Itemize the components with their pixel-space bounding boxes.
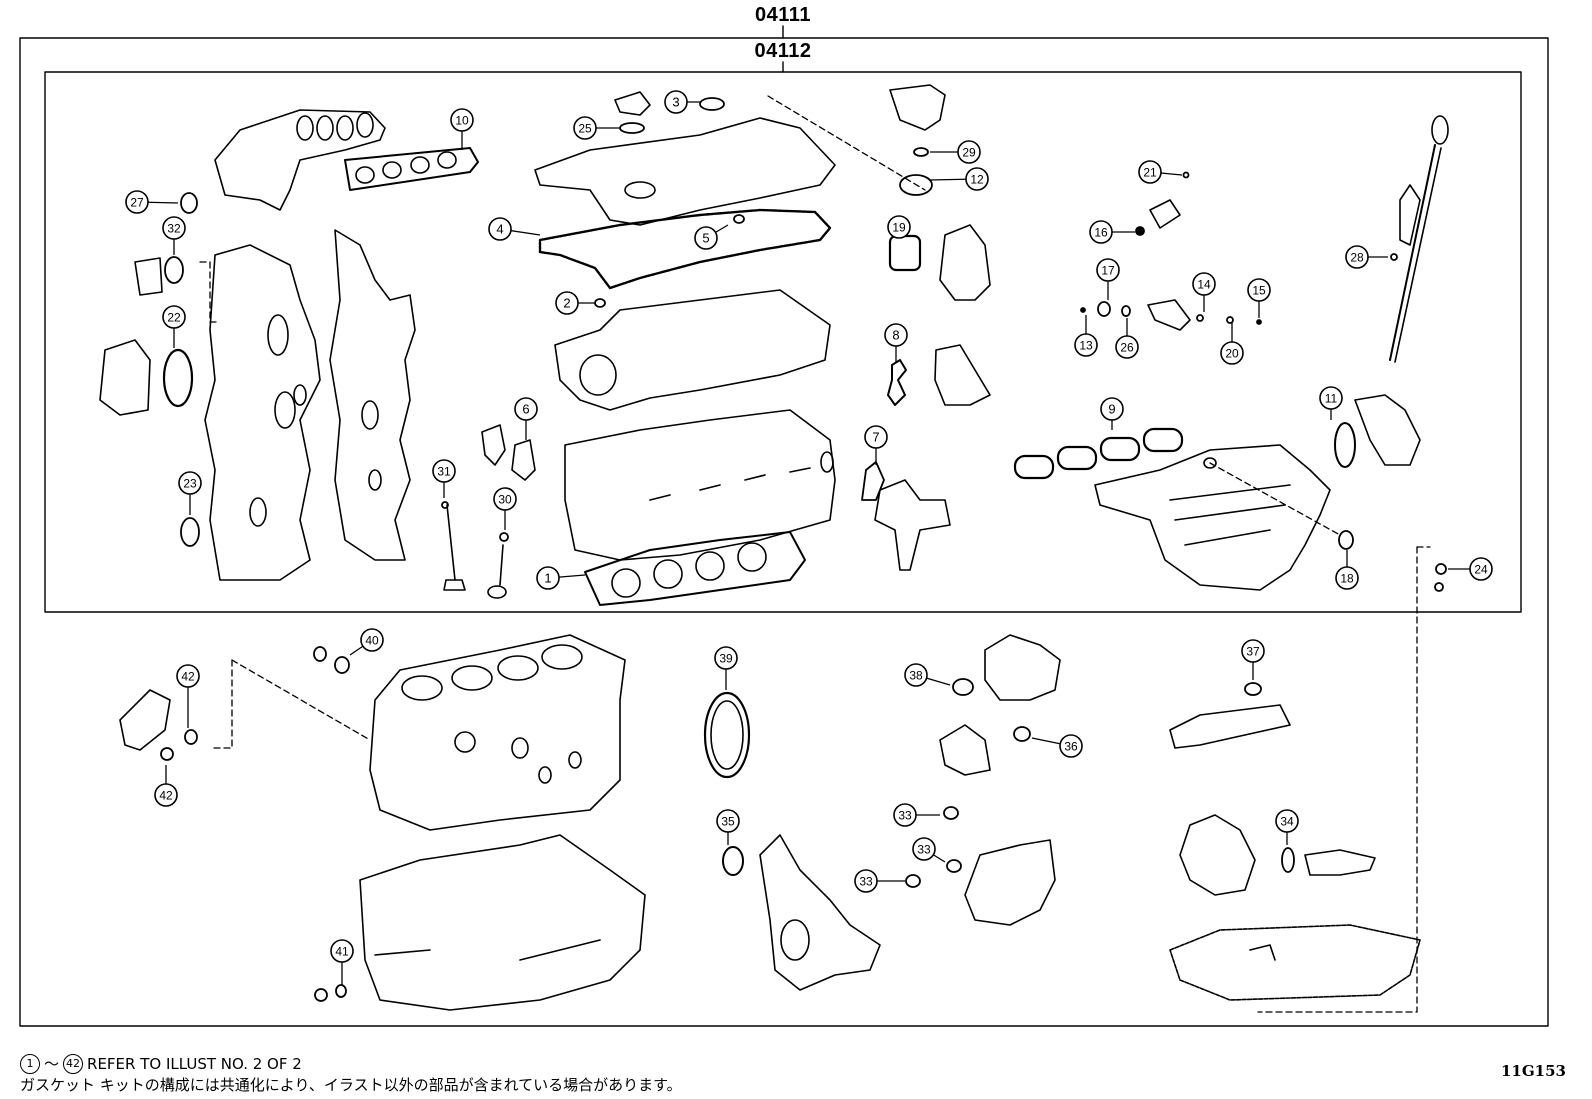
small-bracket-drawing bbox=[99, 257, 163, 416]
cylinder-head-cover-drawing bbox=[534, 91, 836, 226]
callout-ref-end: 42 bbox=[63, 1053, 84, 1074]
head-cover-gasket-drawing bbox=[538, 208, 832, 290]
callout-ref-start: 1 bbox=[20, 1053, 40, 1074]
ref-text: REFER TO ILLUST NO. 2 OF 2 bbox=[87, 1054, 302, 1073]
rear-oil-seal-drawing bbox=[703, 691, 751, 876]
intake-gasket-drawing bbox=[1013, 427, 1184, 480]
cylinder-head-gasket-drawing bbox=[584, 531, 806, 606]
exhaust-manifold-drawing bbox=[214, 109, 386, 211]
throttle-body-drawing bbox=[1334, 394, 1421, 468]
timing-cover-drawing bbox=[204, 229, 416, 581]
water-pipe-drawing bbox=[1169, 704, 1376, 896]
dashed-leaders bbox=[199, 95, 1431, 1013]
oil-pan-upper-drawing bbox=[359, 834, 646, 1011]
outer-kit-frame bbox=[19, 37, 1549, 1027]
valve-drawing bbox=[443, 424, 536, 599]
dipstick-drawing bbox=[1389, 115, 1449, 363]
kit-part-number-04111: 04111 bbox=[755, 4, 811, 26]
cylinder-head-drawing bbox=[564, 409, 836, 561]
intake-manifold-drawing bbox=[1094, 444, 1331, 591]
exhaust-manifold-gasket-drawing bbox=[344, 147, 479, 191]
timing-chain-case-drawing bbox=[759, 834, 881, 991]
illustration-code: 11G153 bbox=[1501, 1062, 1566, 1080]
reference-note: 1 ～ 42 REFER TO ILLUST NO. 2 OF 2 bbox=[20, 1053, 302, 1074]
inner-kit-frame bbox=[44, 71, 1522, 613]
egr-cooler-drawing bbox=[939, 634, 1061, 926]
camshaft-housing-drawing bbox=[554, 289, 831, 411]
cylinder-block-drawing bbox=[369, 634, 626, 831]
sensor-drawing bbox=[1147, 199, 1191, 331]
kit-part-number-04112: 04112 bbox=[754, 40, 812, 62]
oil-pan-lower-drawing bbox=[1169, 924, 1421, 1001]
ref-tilde: ～ bbox=[44, 1055, 60, 1073]
japanese-note: ガスケット キットの構成には共通化により、イラスト以外の部品が含まれている場合が… bbox=[20, 1076, 682, 1094]
water-outlet-drawing bbox=[874, 84, 991, 571]
small-seal-rings bbox=[160, 97, 1447, 1002]
engine-mount-drawing bbox=[119, 689, 171, 751]
